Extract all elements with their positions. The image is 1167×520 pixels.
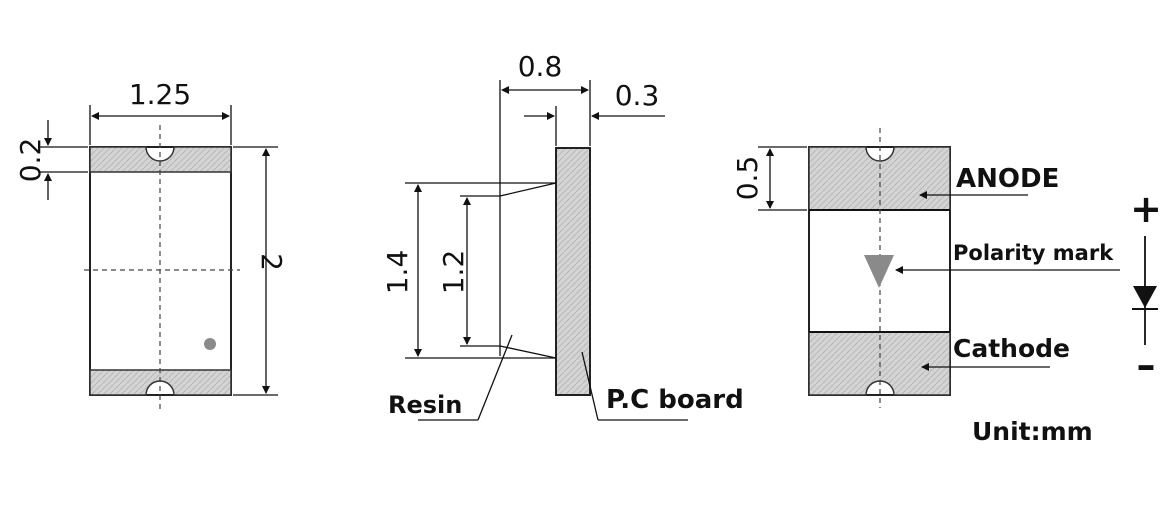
top-view-lower-pad [89,369,232,396]
diode-symbol-triangle [1133,286,1157,308]
dim-label-length: 2 [255,253,288,271]
diode-symbol-icon: + – [1130,187,1162,387]
dim-label-bottom-pad: 0.5 [731,156,764,201]
bottom-view: 0.5 ANODE Polarity mark Cathode Unit:mm [731,128,1120,446]
dim-label-inner-height: 1.2 [437,250,470,295]
anode-plus-sign: + [1130,187,1162,231]
board-leader-line [581,351,599,421]
top-view-upper-pad [89,146,232,173]
dim-label-width: 1.25 [129,78,191,111]
resin-label: Resin [388,391,462,419]
cathode-minus-sign: – [1137,343,1156,387]
side-view-resin-bottom [499,345,557,359]
cathode-label: Cathode [953,334,1070,363]
resin-leader-line [477,334,513,421]
polarity-mark-icon [864,255,894,288]
side-view-pc-board [555,147,591,396]
dim-label-side-width: 0.8 [518,50,563,83]
polarity-label: Polarity mark [953,241,1114,265]
anode-label: ANODE [956,164,1059,194]
bottom-view-anode-pad [808,146,951,211]
unit-label: Unit:mm [972,417,1093,446]
dim-label-board: 0.3 [615,79,660,112]
side-view: 0.8 0.3 1.4 1.2 Resin P.C board [381,50,744,421]
top-view-polarity-dot [204,338,216,350]
board-label: P.C board [606,385,744,415]
dim-label-outer-height: 1.4 [381,250,414,295]
side-view-resin-top [499,182,557,197]
dim-label-pad: 0.2 [14,138,47,183]
top-view: 1.25 0.2 2 [14,78,288,410]
